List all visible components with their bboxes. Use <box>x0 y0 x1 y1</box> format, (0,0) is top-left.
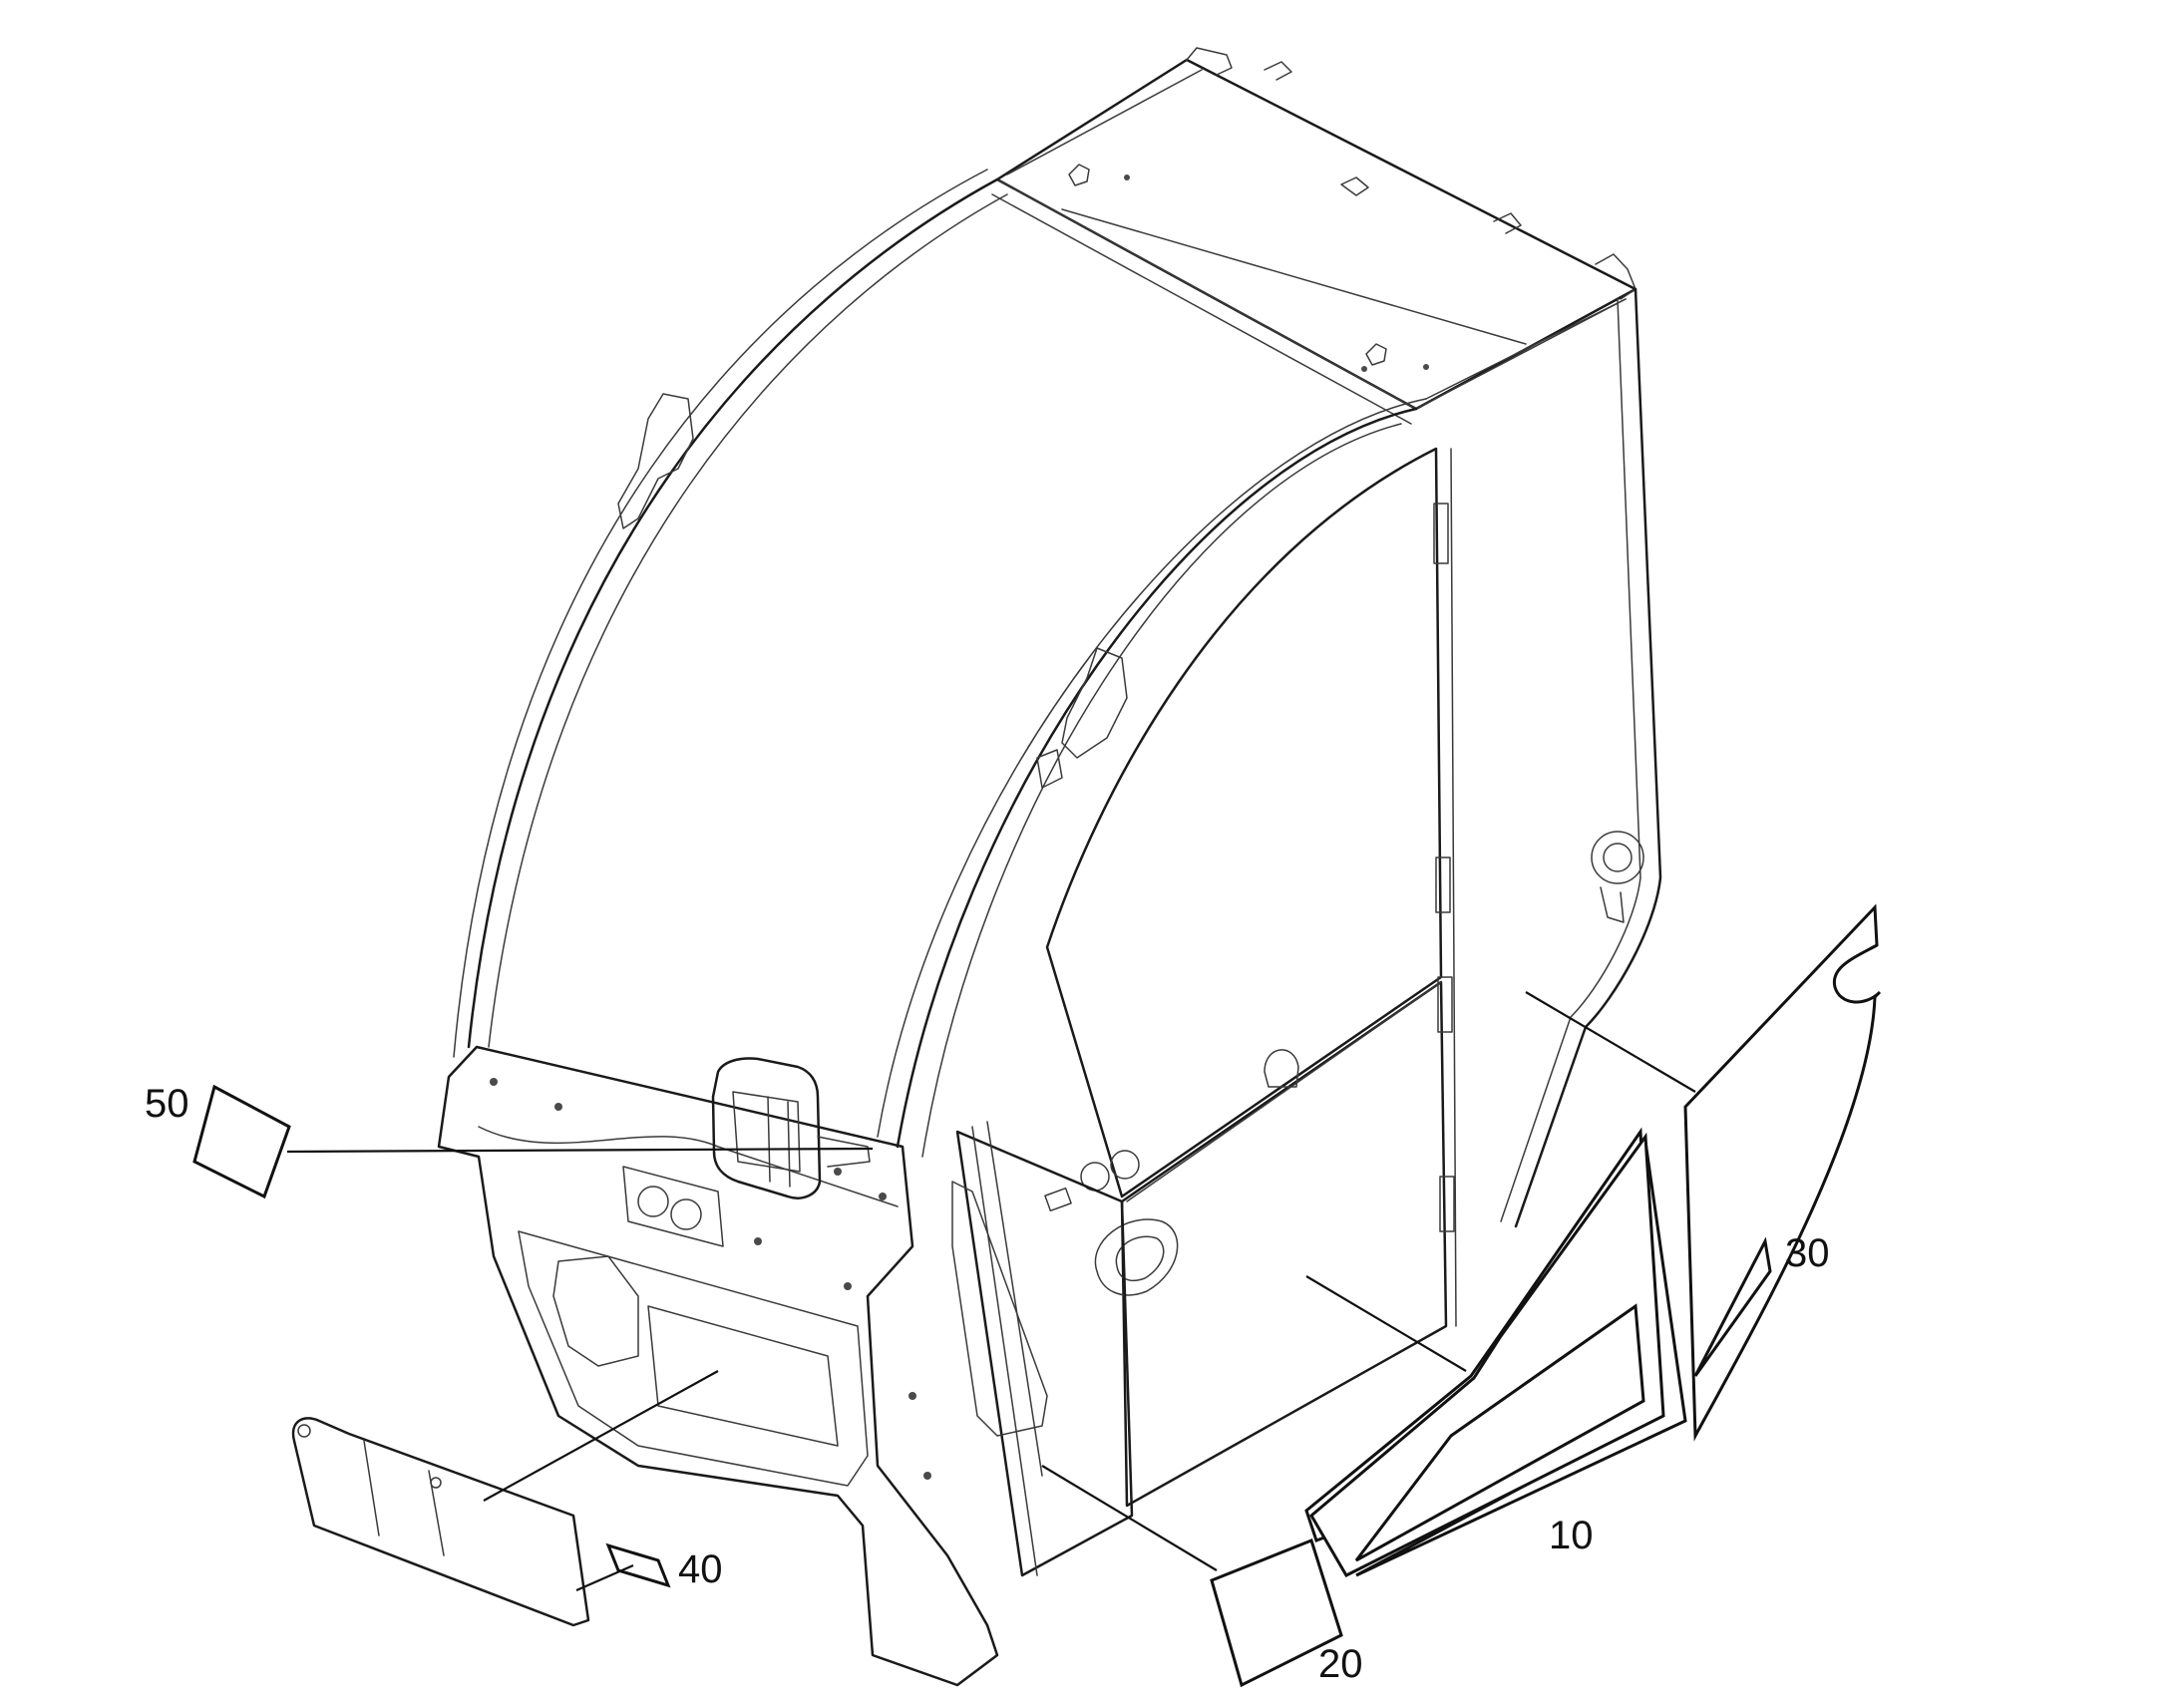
front-right-pillar-inner <box>877 398 1427 1158</box>
decal-40 <box>605 1542 671 1588</box>
rear-right-pillar <box>1514 287 1662 1228</box>
front-step-window <box>951 1181 1048 1437</box>
callout-30: 30 <box>1785 1231 1830 1275</box>
leader-10 <box>1305 1275 1467 1372</box>
decal-30 <box>1683 903 1882 1442</box>
cab-illustration <box>437 47 1662 1687</box>
leader-30 <box>1525 991 1696 1093</box>
lower-bracket-fold <box>363 1440 445 1556</box>
callout-10: 10 <box>1549 1514 1594 1557</box>
decal-20 <box>1210 1538 1343 1688</box>
front-right-pillar <box>896 407 1418 1149</box>
side-door-lower <box>1120 980 1448 1508</box>
front-step-panel <box>955 1130 1134 1577</box>
leader-20 <box>1041 1465 1218 1571</box>
callout-20: 20 <box>1318 1642 1363 1686</box>
front-console-slot <box>647 1305 839 1447</box>
rear-lock <box>1591 831 1644 923</box>
cab-roof <box>995 58 1637 411</box>
leader-50 <box>286 1147 874 1154</box>
front-console <box>437 1045 999 1687</box>
rear-right-pillar-inner <box>1500 298 1641 1222</box>
roof-front-edge <box>991 178 1417 425</box>
roof-brackets <box>1068 47 1636 372</box>
console-bolts <box>490 1078 931 1480</box>
callout-40: 40 <box>678 1547 723 1591</box>
cab-roof-seam <box>1006 69 1627 410</box>
side-door-upper <box>1045 447 1443 1198</box>
front-step-edge <box>971 1121 1043 1576</box>
right-pillar-hinge <box>1061 647 1128 759</box>
door-handle <box>1044 1049 1299 1296</box>
decal-10-outline <box>1309 1132 1665 1577</box>
leader-40b <box>575 1563 634 1592</box>
door-hinges <box>1433 503 1455 1232</box>
front-left-pillar <box>467 177 999 1049</box>
door-seam <box>1126 448 1457 1327</box>
front-console-inner <box>518 1230 869 1487</box>
left-hinge <box>617 393 694 529</box>
leader-lines <box>286 991 1696 1592</box>
callout-labels: 10 20 30 40 50 <box>145 1082 1830 1686</box>
decal-10-inner <box>1354 1303 1645 1562</box>
decals <box>192 903 1882 1688</box>
lower-bracket-plate <box>291 1417 590 1627</box>
right-pillar-hinge-tab <box>1036 749 1063 789</box>
leader-40a <box>483 1370 719 1502</box>
dashboard-switches <box>622 1166 724 1247</box>
callout-50: 50 <box>145 1082 189 1126</box>
front-left-pillar-inner <box>453 169 1008 1058</box>
decal-50 <box>192 1084 291 1199</box>
front-console-top <box>478 1126 899 1207</box>
front-console-recess <box>552 1255 639 1367</box>
decal-30-inner <box>1693 1236 1772 1377</box>
side-glass-top <box>1425 298 1627 400</box>
instrument-cluster <box>711 1057 871 1199</box>
